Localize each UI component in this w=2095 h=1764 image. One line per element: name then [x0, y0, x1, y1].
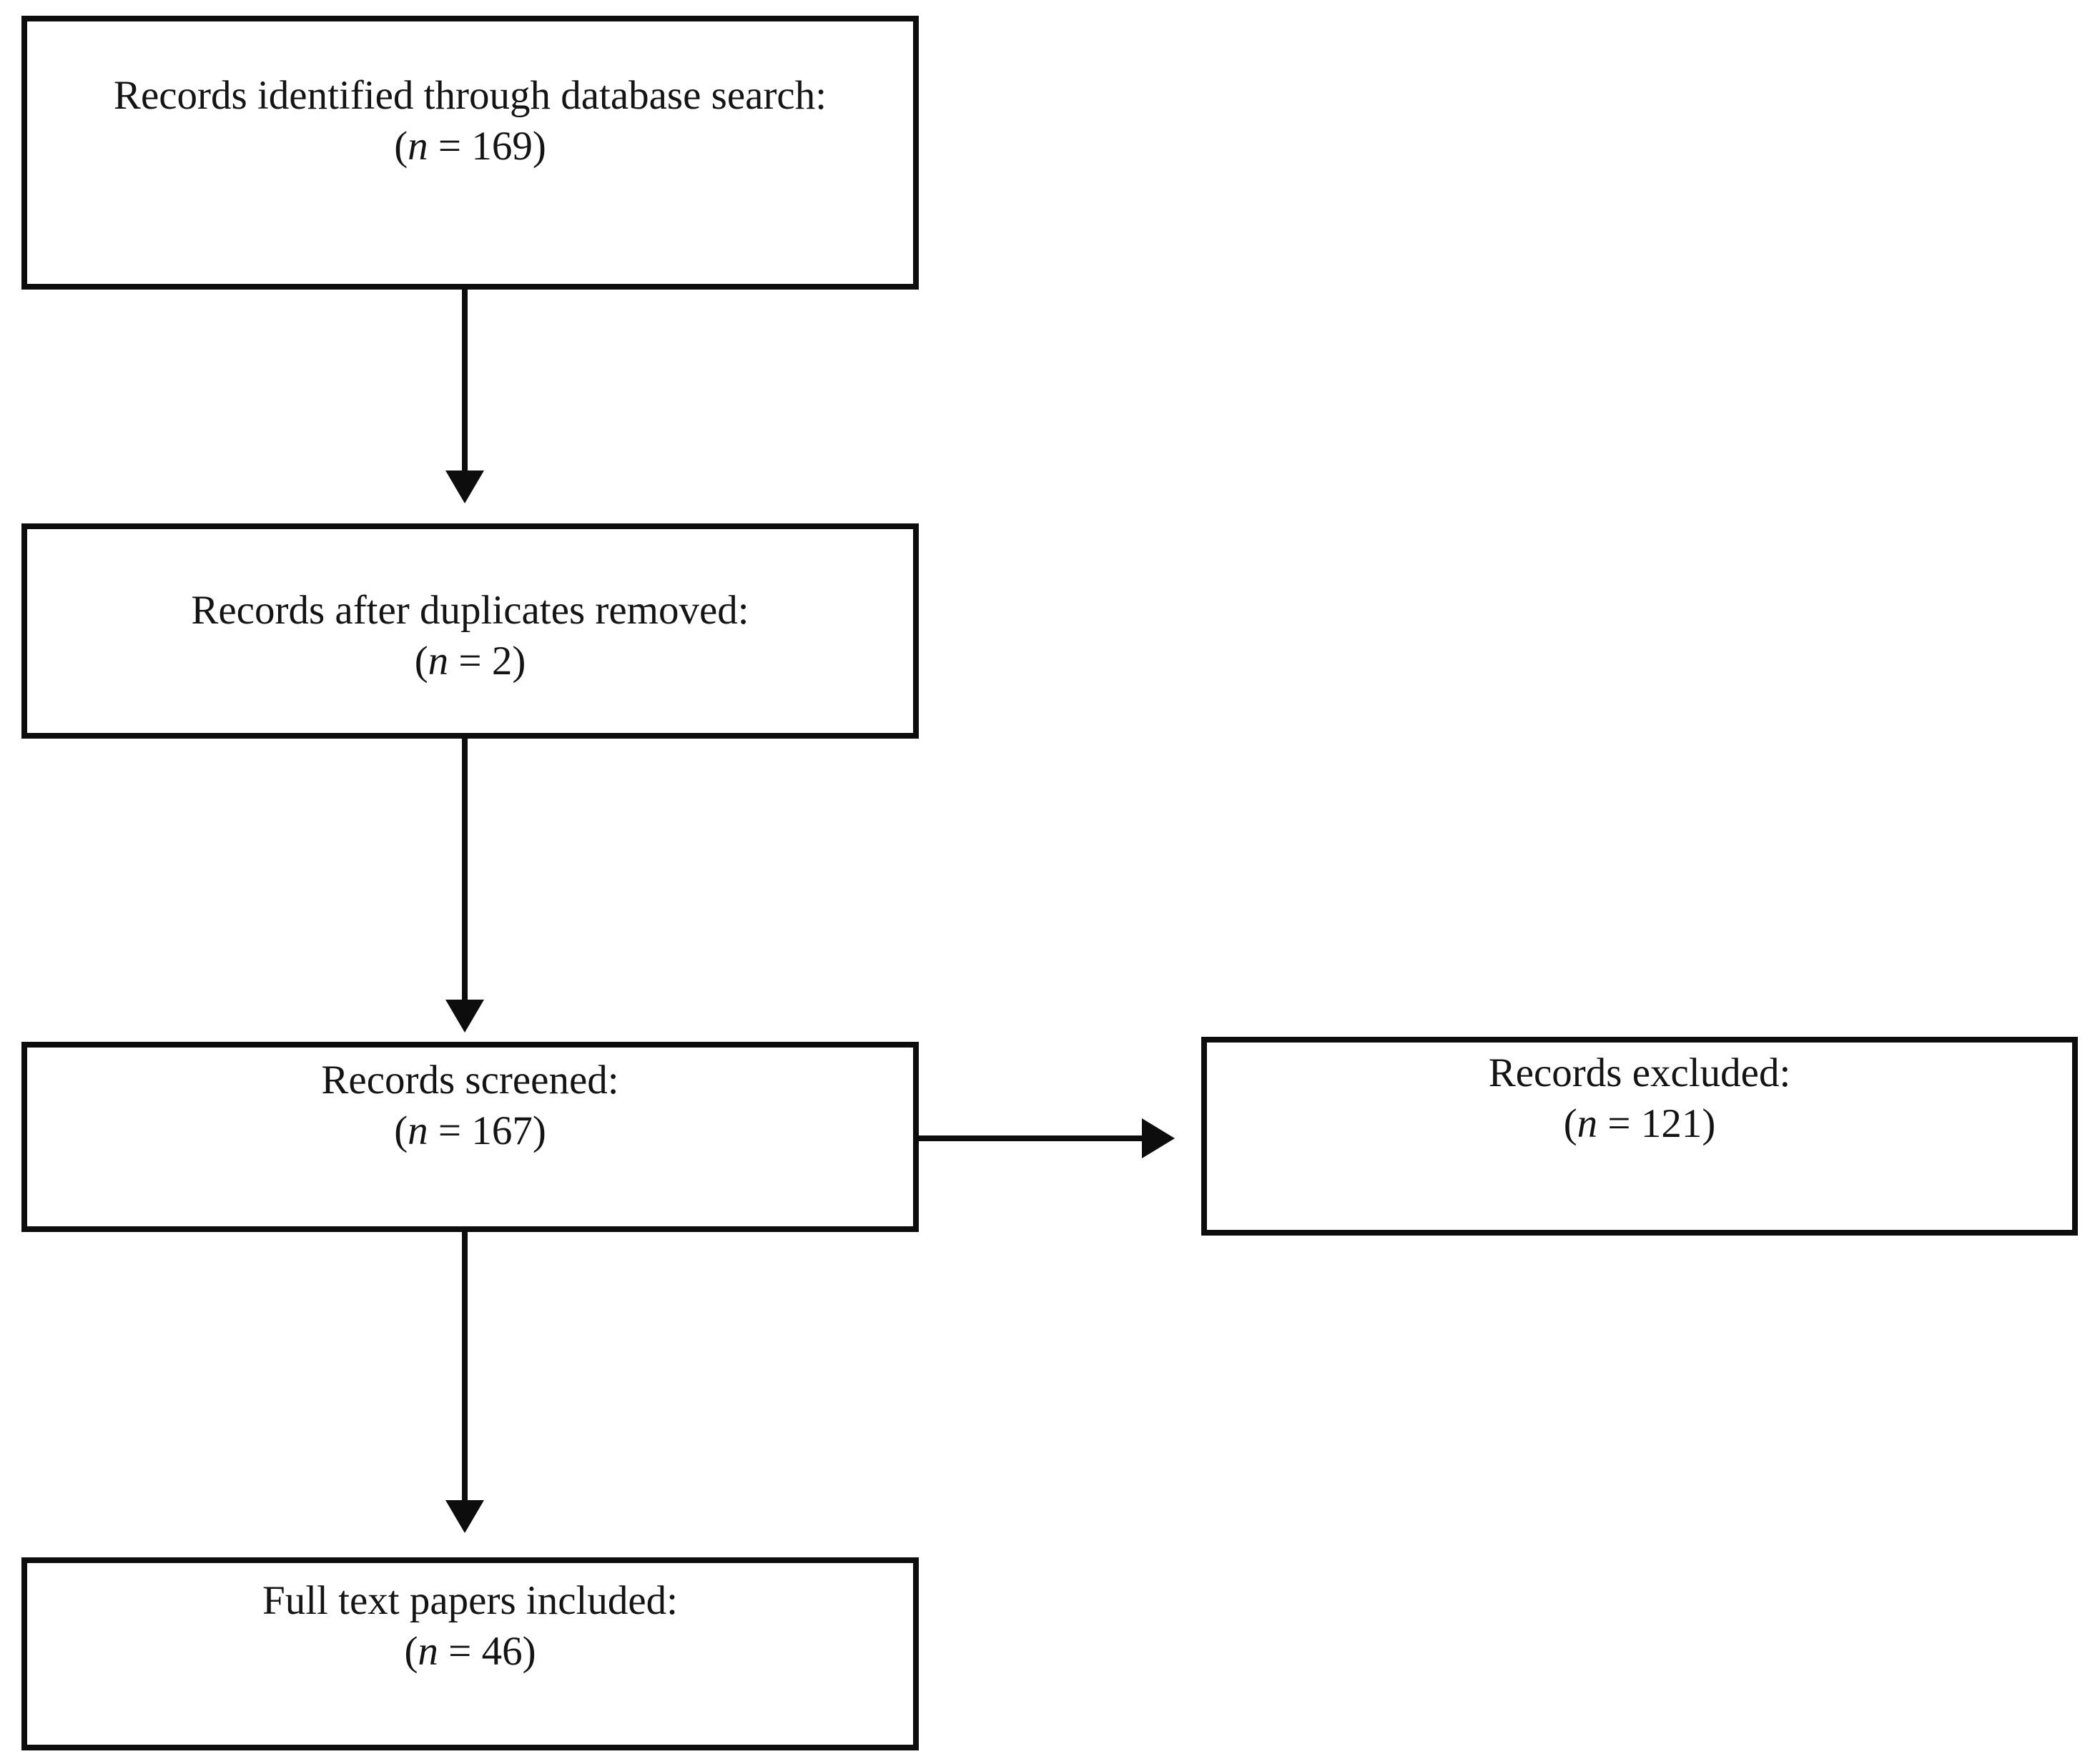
- count-open: (: [404, 1629, 418, 1674]
- records-excluded-label: Records excluded:: [1488, 1050, 1791, 1095]
- arrow-down-icon: [445, 470, 484, 503]
- arrow-screened-to-excluded-stem: [919, 1135, 1143, 1141]
- count-open: (: [394, 1108, 408, 1153]
- duplicates-removed-label: Records after duplicates removed:: [191, 588, 749, 633]
- arrow-down-icon: [445, 1500, 484, 1533]
- count-rest: = 167): [428, 1108, 546, 1153]
- count-n-var: n: [418, 1629, 438, 1674]
- count-n-var: n: [408, 124, 428, 169]
- records-screened-count: (n = 167): [27, 1105, 913, 1156]
- count-n-var: n: [408, 1108, 428, 1153]
- count-rest: = 169): [428, 124, 546, 169]
- records-excluded-count: (n = 121): [1207, 1098, 2072, 1149]
- count-open: (: [394, 124, 408, 169]
- arrow-duplicates-to-screened-stem: [462, 739, 468, 1001]
- arrow-right-icon: [1142, 1118, 1175, 1158]
- count-rest: = 46): [438, 1629, 536, 1674]
- box-full-text-included: Full text papers included: (n = 46): [21, 1557, 919, 1750]
- count-rest: = 121): [1597, 1101, 1716, 1146]
- records-identified-label: Records identified through database sear…: [113, 73, 827, 118]
- records-identified-count: (n = 169): [27, 121, 913, 172]
- count-n-var: n: [1577, 1101, 1598, 1146]
- count-rest: = 2): [448, 639, 526, 684]
- box-records-excluded: Records excluded: (n = 121): [1201, 1037, 2078, 1236]
- count-n-var: n: [428, 639, 449, 684]
- arrow-screened-to-included-stem: [462, 1232, 468, 1502]
- count-open: (: [1563, 1101, 1577, 1146]
- count-open: (: [414, 639, 428, 684]
- full-text-included-label: Full text papers included:: [262, 1578, 678, 1623]
- duplicates-removed-count: (n = 2): [27, 636, 913, 686]
- box-records-identified: Records identified through database sear…: [21, 16, 919, 290]
- box-duplicates-removed: Records after duplicates removed: (n = 2…: [21, 523, 919, 739]
- box-records-screened: Records screened: (n = 167): [21, 1042, 919, 1232]
- arrow-identified-to-duplicates-stem: [462, 290, 468, 472]
- arrow-down-icon: [445, 1000, 484, 1033]
- records-screened-label: Records screened:: [321, 1058, 619, 1103]
- full-text-included-count: (n = 46): [27, 1626, 913, 1677]
